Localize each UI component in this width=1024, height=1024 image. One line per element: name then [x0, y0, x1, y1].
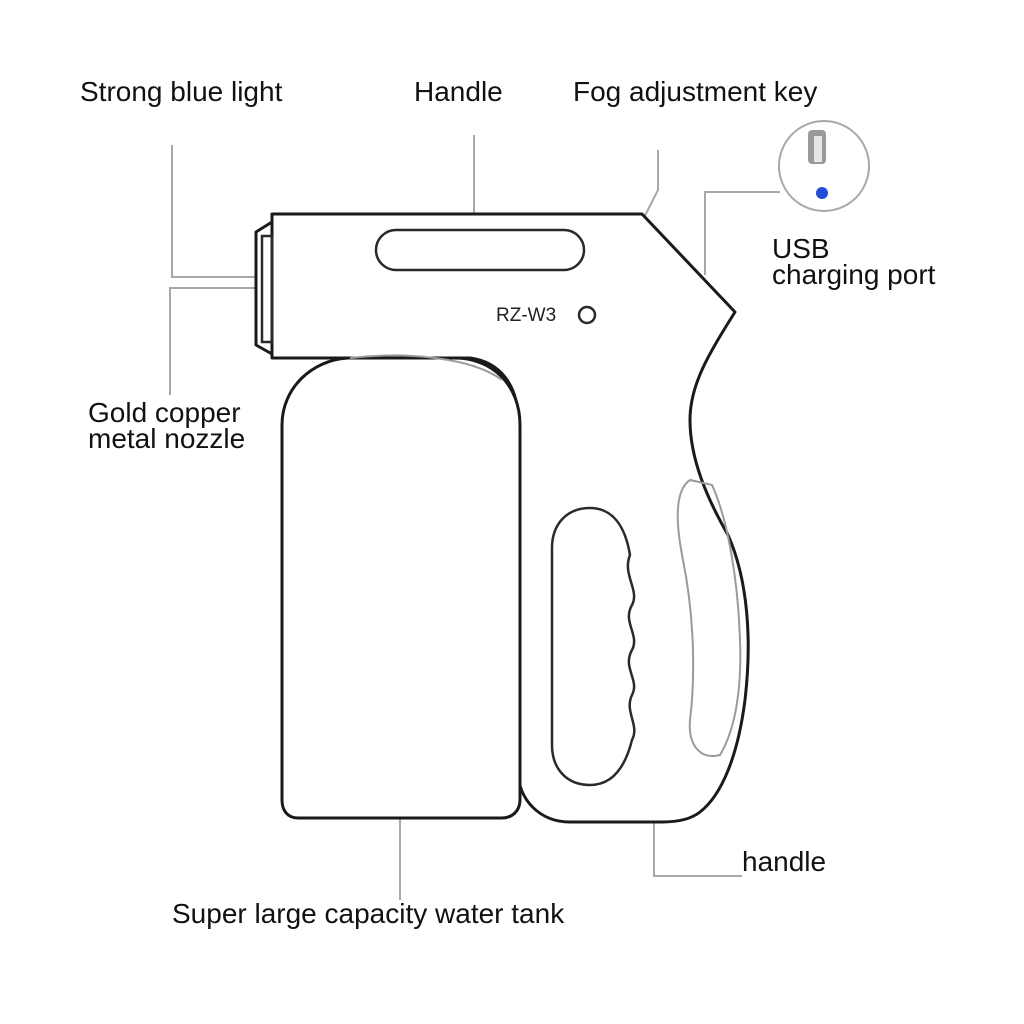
usb-port-zoom — [778, 120, 870, 212]
nozzle-rim — [260, 234, 274, 344]
nozzle-shape — [254, 220, 274, 356]
grip-finger-cutout — [550, 506, 636, 787]
model-number: RZ-W3 — [496, 305, 557, 326]
label-grip-handle: handle — [742, 846, 827, 877]
usb-leader — [704, 191, 780, 275]
label-blue-light: Strong blue light — [80, 76, 283, 107]
blue-light-leader — [171, 145, 258, 278]
label-usb-port: USB charging port — [772, 233, 936, 290]
label-nozzle: Gold copper metal nozzle — [88, 397, 246, 454]
top-handle-slot — [374, 228, 586, 272]
usb-indicator-light — [816, 187, 828, 199]
label-fog-key: Fog adjustment key — [573, 76, 818, 107]
water-tank-outline — [280, 356, 522, 820]
fog-key-button — [577, 305, 597, 325]
label-top-handle: Handle — [414, 76, 503, 107]
usb-port-slot — [814, 136, 822, 162]
rear-grip-panel — [676, 478, 742, 757]
nozzle-leader — [169, 287, 258, 395]
tank-seam — [349, 354, 503, 381]
label-water-tank: Super large capacity water tank — [172, 898, 565, 929]
